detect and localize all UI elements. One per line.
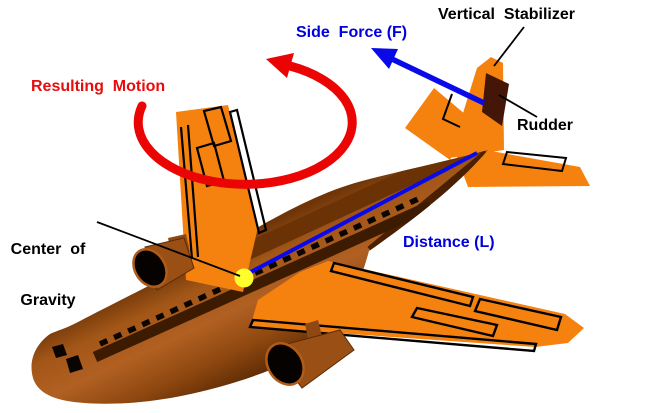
label-side-force: Side Force (F) — [296, 24, 408, 41]
tail-group — [405, 57, 590, 187]
label-center-of-gravity: Center of Gravity — [2, 207, 94, 343]
distance-line — [246, 151, 478, 276]
cockpit-window-2 — [66, 355, 83, 373]
left-wing-aileron-strip — [228, 108, 268, 235]
rudder-pointer-line — [498, 94, 538, 118]
elevator-outline — [501, 150, 568, 173]
left-engine — [132, 234, 195, 291]
left-wing-edge-line-2 — [186, 124, 200, 258]
side-force-arrowhead-icon — [371, 48, 398, 69]
rotation-arrowhead-icon — [266, 53, 294, 78]
side-force-arrow-shaft — [390, 56, 486, 106]
stabilizer-detail-line — [441, 93, 461, 128]
cockpit-window-1 — [52, 344, 67, 358]
right-engine — [265, 320, 355, 389]
rudder-surface — [482, 73, 509, 126]
label-rudder: Rudder — [517, 117, 573, 134]
label-resulting-motion: Resulting Motion — [31, 78, 166, 95]
right-engine-pylon — [305, 320, 322, 340]
cg-dot — [234, 268, 254, 288]
right-wing — [248, 261, 584, 353]
left-wing — [176, 105, 268, 292]
left-wing-edge-line-1 — [179, 126, 194, 260]
passenger-windows — [98, 196, 420, 347]
left-wing-spoiler-outline — [202, 105, 233, 148]
tailcone-bottom-shadow — [367, 150, 488, 254]
right-wing-flap-outline — [410, 306, 499, 338]
right-wing-slat-outline — [329, 261, 475, 308]
fuselage — [31, 150, 488, 404]
right-engine-intake — [265, 342, 305, 386]
right-wing-surface — [250, 261, 584, 347]
rotation-arrow — [133, 61, 357, 189]
label-distance: Distance (L) — [403, 234, 495, 251]
cg-pointer-line — [96, 221, 241, 277]
fuselage-window-shadow-band — [92, 200, 433, 363]
left-engine-intake — [132, 248, 168, 288]
fuselage-top-shading — [236, 150, 484, 263]
right-wing-trailing-edge-outline — [248, 318, 538, 353]
vertical-stabilizer-pointer-line — [493, 26, 525, 67]
label-center-of-gravity-line2: Gravity — [20, 292, 76, 309]
label-center-of-gravity-line1: Center of — [10, 241, 86, 258]
right-wing-aileron-outline — [473, 297, 563, 332]
label-vertical-stabilizer: Vertical Stabilizer — [438, 6, 575, 23]
